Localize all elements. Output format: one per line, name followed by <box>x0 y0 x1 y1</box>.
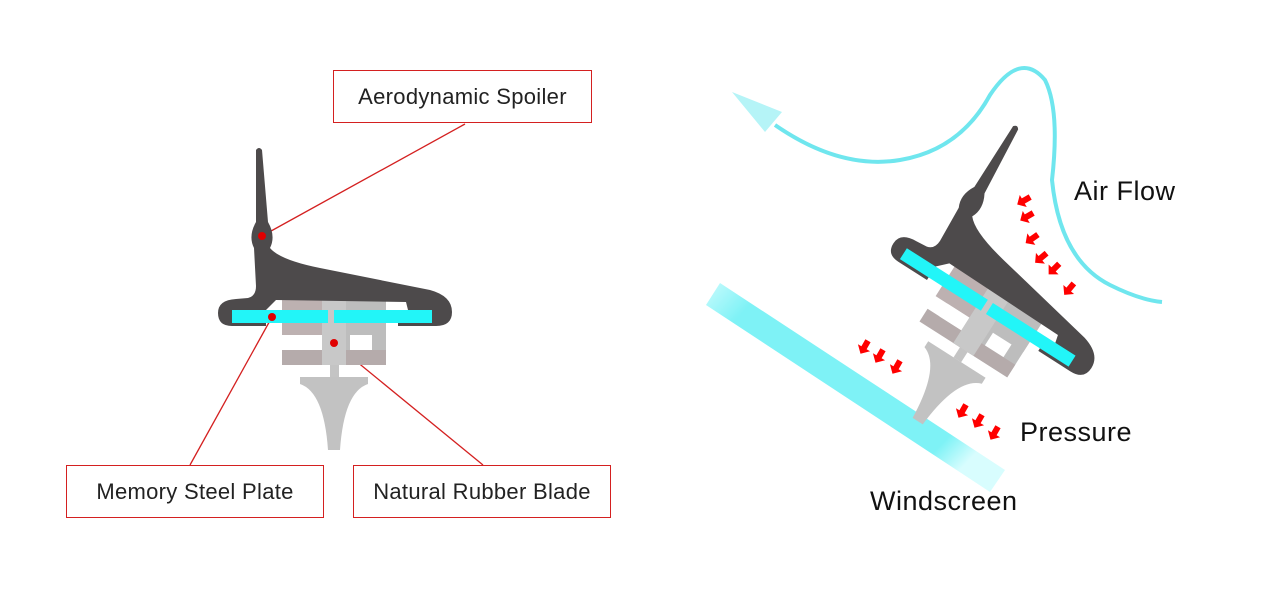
label-air-flow: Air Flow <box>1074 176 1176 206</box>
pressure-arrow-icon <box>1025 232 1040 245</box>
pressure-arrow-icon <box>987 425 1001 440</box>
left-wiper-profile <box>218 148 452 450</box>
pressure-arrow-icon <box>955 403 969 418</box>
pressure-arrow-icon <box>1020 210 1035 224</box>
air-flow-arrowhead-icon <box>732 92 782 132</box>
label-natural-rubber-blade: Natural Rubber Blade <box>353 465 611 518</box>
pressure-arrow-icon <box>872 348 886 363</box>
air-flow-curve <box>773 66 1163 304</box>
callout-dots <box>258 232 338 347</box>
windscreen <box>706 283 1005 492</box>
label-windscreen: Windscreen <box>870 486 1018 516</box>
pressure-arrow-icon <box>1035 250 1049 264</box>
pressure-arrow-icon <box>889 359 903 374</box>
pressure-arrow-icon <box>971 413 985 428</box>
pressure-arrow-icon <box>1017 194 1032 208</box>
pressure-arrow-icon <box>1063 281 1077 295</box>
pressure-arrows <box>857 194 1077 440</box>
pressure-arrow-icon <box>1048 261 1062 275</box>
pressure-arrow-icon <box>857 339 871 354</box>
label-pressure: Pressure <box>1020 417 1133 447</box>
label-memory-steel-plate: Memory Steel Plate <box>66 465 324 518</box>
label-aerodynamic-spoiler: Aerodynamic Spoiler <box>333 70 592 123</box>
